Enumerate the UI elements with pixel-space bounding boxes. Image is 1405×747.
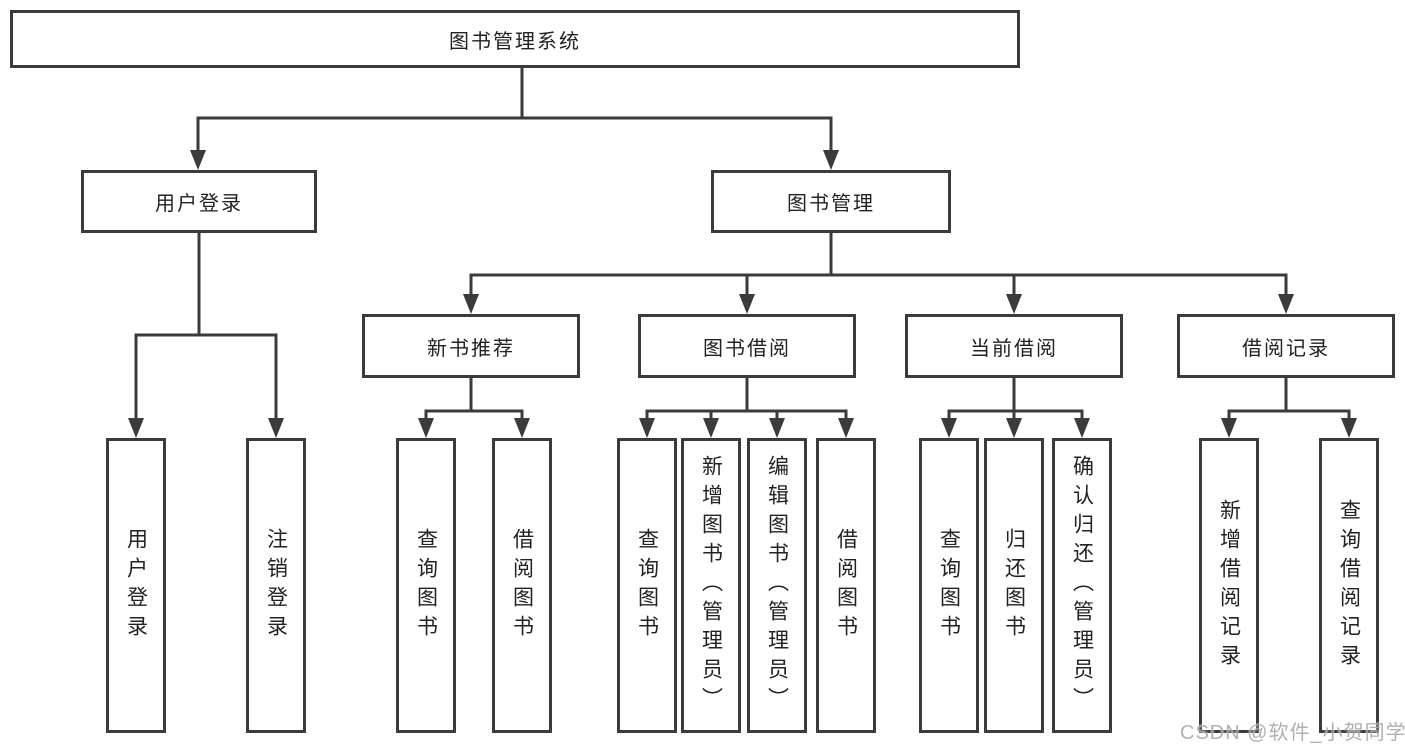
node-leaf-add-borrow-record: 新增借阅记录: [1199, 438, 1259, 733]
node-leaf-borrow-book-2: 借阅图书: [816, 438, 876, 733]
node-new-book-recommend: 新书推荐: [362, 314, 580, 378]
node-leaf-confirm-return-admin: 确认归还（管理员）: [1052, 438, 1112, 733]
node-leaf-user-login: 用户登录: [106, 438, 166, 733]
edge-new-book-recommend-to-leaves: [418, 378, 530, 438]
edge-book-management-to-level3: [463, 233, 1294, 314]
node-leaf-query-book-2: 查询图书: [617, 438, 677, 733]
edge-user-login-to-leaves: [128, 233, 284, 438]
node-leaf-query-book-3: 查询图书: [919, 438, 979, 733]
edge-book-borrow-to-leaves: [639, 378, 854, 438]
node-book-borrow: 图书借阅: [638, 314, 856, 378]
node-user-login: 用户登录: [81, 170, 317, 233]
csdn-watermark: CSDN @软件_小贺同学: [1180, 722, 1405, 744]
node-leaf-query-book-1: 查询图书: [396, 438, 456, 733]
node-leaf-borrow-book-1: 借阅图书: [492, 438, 552, 733]
node-book-management: 图书管理: [711, 170, 951, 233]
node-root-system: 图书管理系统: [10, 10, 1020, 68]
node-leaf-add-book-admin: 新增图书（管理员）: [681, 438, 741, 733]
node-current-borrow: 当前借阅: [905, 314, 1123, 378]
node-borrow-record: 借阅记录: [1177, 314, 1395, 378]
edge-root-to-level2: [190, 68, 839, 170]
edge-borrow-record-to-leaves: [1221, 378, 1357, 438]
node-leaf-logout: 注销登录: [246, 438, 306, 733]
node-leaf-edit-book-admin: 编辑图书（管理员）: [747, 438, 807, 733]
node-leaf-query-borrow-record: 查询借阅记录: [1319, 438, 1379, 733]
node-leaf-return-book: 归还图书: [984, 438, 1044, 733]
edge-current-borrow-to-leaves: [941, 378, 1090, 438]
